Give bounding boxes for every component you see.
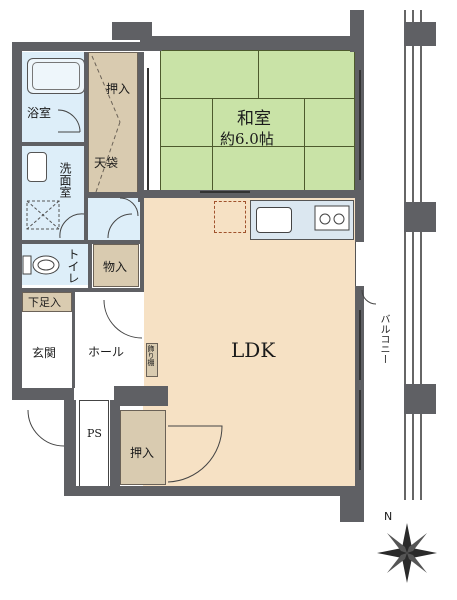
balcony-label: バルコニー [378, 314, 389, 364]
toilet-label: トイレ [66, 248, 80, 284]
washing-machine-pan [26, 200, 60, 230]
washitsu-size-label: 約6.0帖 [220, 130, 274, 148]
pipe-space-label: PS [87, 427, 102, 440]
bathroom-label: 浴室 [27, 106, 52, 120]
wash-aux-floor[interactable] [86, 196, 140, 240]
display-shelf[interactable] [146, 343, 158, 377]
shoe-cabinet-label: 下足入 [28, 296, 61, 309]
washroom-label: 洗面室 [58, 162, 72, 198]
storage-monoire[interactable] [93, 244, 139, 287]
kitchen-sink-icon [256, 207, 292, 233]
entrance-label: 玄関 [32, 346, 57, 360]
compass-icon [377, 523, 437, 583]
stove-icon [314, 205, 350, 231]
toilet-icon [22, 255, 60, 275]
display-shelf-label: 飾り棚 [147, 345, 155, 366]
washitsu-label: 和室 [237, 109, 271, 129]
closet-top-label: 押入 [106, 82, 131, 96]
ldk-label: LDK [231, 338, 276, 362]
hall-label: ホール [88, 345, 125, 359]
sink-icon [27, 152, 47, 182]
shoe-cabinet[interactable] [22, 292, 72, 312]
closet-top[interactable] [88, 52, 138, 196]
closet-bottom-label: 押入 [130, 446, 155, 460]
storage-monoire-label: 物入 [103, 260, 128, 274]
bathtub-inner [32, 62, 80, 90]
closet-dash-lines [91, 55, 121, 193]
tenbukuro-label: 天袋 [94, 156, 119, 170]
closet-bottom[interactable] [120, 410, 166, 485]
fridge-space [214, 201, 246, 233]
washitsu-floor[interactable] [160, 50, 355, 192]
hall-floor[interactable] [74, 292, 144, 388]
ldk-floor[interactable] [143, 198, 355, 486]
compass-north-label: N [384, 510, 393, 523]
balcony-floor[interactable] [362, 42, 404, 498]
